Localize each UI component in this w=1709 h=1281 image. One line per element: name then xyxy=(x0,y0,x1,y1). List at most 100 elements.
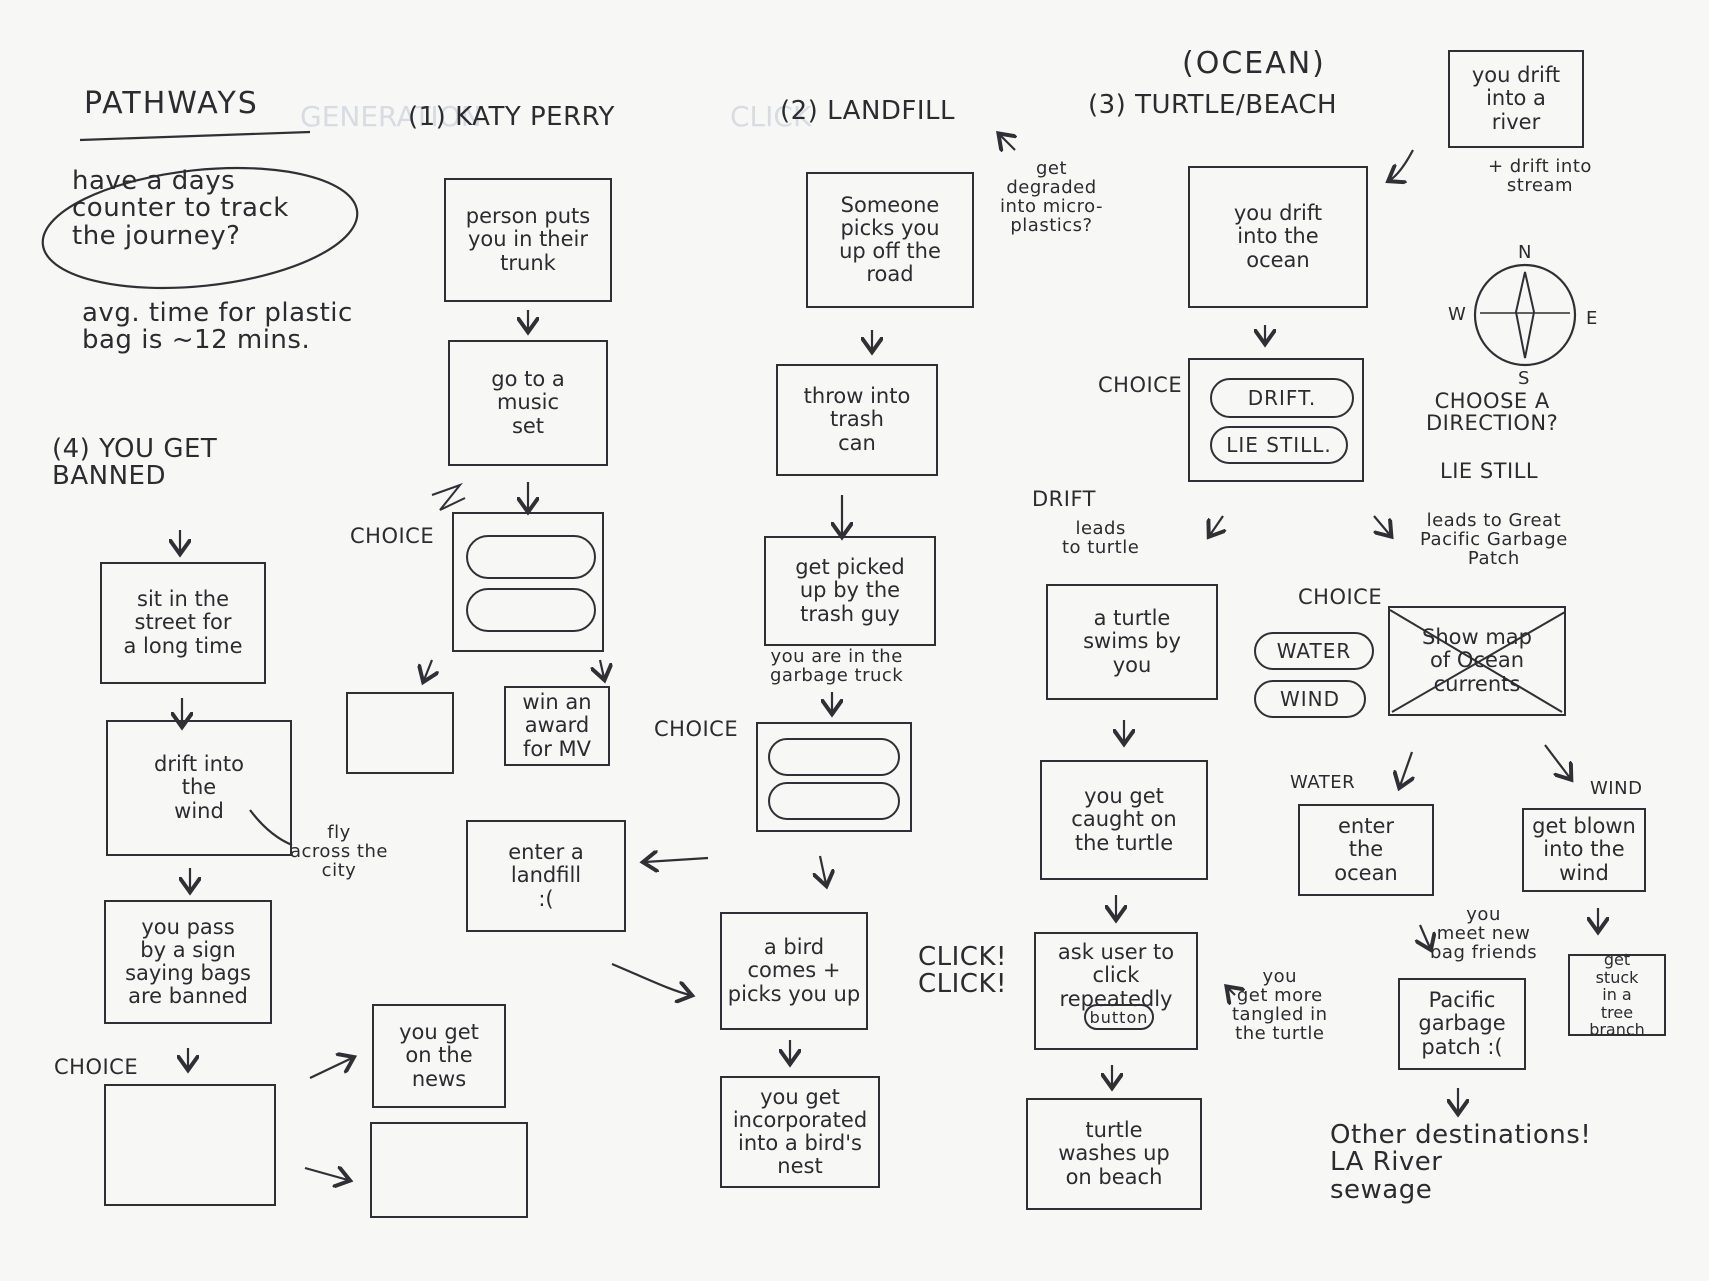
box-text: turtle washes up on beach xyxy=(1058,1118,1170,1189)
path4-box-wind: drift into the wind xyxy=(106,720,292,856)
tangled-note: you get more tangled in the turtle xyxy=(1232,966,1328,1044)
box-text: get blown into the wind xyxy=(1532,814,1636,885)
path1-choice-label: CHOICE xyxy=(350,524,435,548)
box-text: Pacific garbage patch :( xyxy=(1418,988,1506,1059)
compass-south: S xyxy=(1518,368,1530,389)
ghost-text: CLICK xyxy=(730,100,812,133)
box-text: Show map of Ocean currents xyxy=(1422,625,1532,696)
path3-choice2-label: CHOICE xyxy=(1298,585,1383,609)
compass-icon xyxy=(1473,263,1577,367)
water-button[interactable]: WATER xyxy=(1254,632,1374,670)
path2-box-picks-up: Someone picks you up off the road xyxy=(806,172,974,308)
path2-choice-option-2[interactable] xyxy=(768,782,900,820)
box-text: you get on the news xyxy=(399,1020,479,1091)
header-ocean: (OCEAN) xyxy=(1182,46,1326,81)
path1-box-empty xyxy=(346,692,454,774)
path3-box-map: Show map of Ocean currents xyxy=(1388,606,1566,716)
box-text: a bird comes + picks you up xyxy=(727,935,861,1006)
path3-box-caught: you get caught on the turtle xyxy=(1040,760,1208,880)
path2-choice-label: CHOICE xyxy=(654,717,739,741)
header-turtle-beach: (3) TURTLE/BEACH xyxy=(1088,90,1338,120)
choose-direction-note: CHOOSE A DIRECTION? xyxy=(1426,389,1559,436)
ghost-text: GENERATION xyxy=(300,100,482,133)
path1-choice-box xyxy=(452,512,604,652)
path2-box-landfill: enter a landfill :( xyxy=(466,820,626,932)
box-text: throw into trash can xyxy=(803,384,911,455)
path3-box-river: you drift into a river xyxy=(1448,50,1584,148)
box-text: you get caught on the turtle xyxy=(1071,784,1177,855)
box-text: enter a landfill :( xyxy=(508,840,584,911)
page-title: PATHWAYS xyxy=(84,86,259,121)
path2-choice-option-1[interactable] xyxy=(768,738,900,776)
box-text: you pass by a sign saying bags are banne… xyxy=(125,914,251,1009)
path4-choice-box-2 xyxy=(370,1122,528,1218)
box-text: get picked up by the trash guy xyxy=(795,555,905,626)
avg-time-note: avg. time for plastic bag is ~12 mins. xyxy=(82,298,353,356)
path1-choice-option-2[interactable] xyxy=(466,588,596,632)
path1-box-trunk: person puts you in their trunk xyxy=(444,178,612,302)
box-text: win an award for MV xyxy=(522,690,592,761)
water-label: WATER xyxy=(1290,772,1356,793)
box-text: go to a music set xyxy=(491,367,565,438)
compass-east: E xyxy=(1586,308,1598,329)
box-text: Someone picks you up off the road xyxy=(839,192,941,287)
box-text: you drift into a river xyxy=(1471,63,1561,134)
path3-box-enter-ocean: enter the ocean xyxy=(1298,804,1434,896)
path3-box-blown: get blown into the wind xyxy=(1522,808,1646,892)
wind-label: WIND xyxy=(1590,778,1643,799)
box-text: you get incorporated into a bird's nest xyxy=(732,1084,868,1179)
drift-button[interactable]: DRIFT. xyxy=(1210,378,1354,418)
box-text: sit in the street for a long time xyxy=(123,587,243,658)
path3-box-drift-ocean: you drift into the ocean xyxy=(1188,166,1368,308)
path2-truck-note: you are in the garbage truck xyxy=(770,646,904,686)
compass-west: W xyxy=(1448,304,1467,325)
leads-patch-note: leads to Great Pacific Garbage Patch xyxy=(1420,510,1568,569)
lie-still-button[interactable]: LIE STILL. xyxy=(1210,426,1348,464)
leads-turtle-note: leads to turtle xyxy=(1062,518,1140,558)
days-counter-note: have a days counter to track the journey… xyxy=(72,166,289,251)
path3-choice-box xyxy=(1188,358,1364,482)
path2-box-trash-guy: get picked up by the trash guy xyxy=(764,536,936,646)
header-katy-perry: (1) KATY PERRY xyxy=(408,102,615,132)
click-click-note: CLICK! CLICK! xyxy=(918,942,1007,1000)
box-text: drift into the wind xyxy=(154,752,244,823)
path3-box-washes-up: turtle washes up on beach xyxy=(1026,1098,1202,1210)
header-landfill: (2) LANDFILL xyxy=(780,96,956,126)
box-text: you drift into the ocean xyxy=(1233,201,1323,272)
box-text: ask user to click repeatedly xyxy=(1057,940,1175,1011)
header-banned: (4) YOU GET BANNED xyxy=(52,434,218,492)
path4-choice-label: CHOICE xyxy=(54,1055,139,1079)
path3-box-stuck: get stuck in a tree branch xyxy=(1568,950,1666,1040)
path3-stream-note: + drift into stream xyxy=(1488,156,1592,196)
path1-choice-option-1[interactable] xyxy=(466,535,596,579)
degraded-note: get degraded into micro- plastics? xyxy=(1000,158,1103,236)
path4-box-news: you get on the news xyxy=(372,1004,506,1108)
click-repeatedly-button[interactable]: button xyxy=(1084,1004,1154,1030)
path4-choice-box-1 xyxy=(104,1084,276,1206)
path2-box-trash-can: throw into trash can xyxy=(776,364,938,476)
path3-choice-label: CHOICE xyxy=(1098,373,1183,397)
path3-box-ask-click: ask user to click repeatedly xyxy=(1034,932,1198,1050)
path2-box-nest: you get incorporated into a bird's nest xyxy=(720,1076,880,1188)
lie-still-label: LIE STILL xyxy=(1440,459,1539,483)
path1-box-award: win an award for MV xyxy=(504,686,610,766)
drift-label: DRIFT xyxy=(1032,487,1096,511)
path2-choice-box xyxy=(756,722,912,832)
path3-box-turtle-swims: a turtle swims by you xyxy=(1046,584,1218,700)
box-text: enter the ocean xyxy=(1334,814,1398,885)
path1-box-music-set: go to a music set xyxy=(448,340,608,466)
box-text: a turtle swims by you xyxy=(1083,606,1181,677)
path3-box-patch: Pacific garbage patch :( xyxy=(1398,978,1526,1070)
fly-across-note: fly across the city xyxy=(290,822,388,881)
path4-box-street: sit in the street for a long time xyxy=(100,562,266,684)
box-text: get stuck in a tree branch xyxy=(1589,950,1645,1040)
box-text: person puts you in their trunk xyxy=(465,204,591,275)
other-destinations-note: Other destinations! LA River sewage xyxy=(1330,1120,1592,1205)
path4-box-sign: you pass by a sign saying bags are banne… xyxy=(104,900,272,1024)
bag-friends-note: you meet new bag friends xyxy=(1430,904,1538,963)
compass-north: N xyxy=(1518,242,1532,263)
wind-button[interactable]: WIND xyxy=(1254,680,1366,718)
path2-box-bird: a bird comes + picks you up xyxy=(720,912,868,1030)
